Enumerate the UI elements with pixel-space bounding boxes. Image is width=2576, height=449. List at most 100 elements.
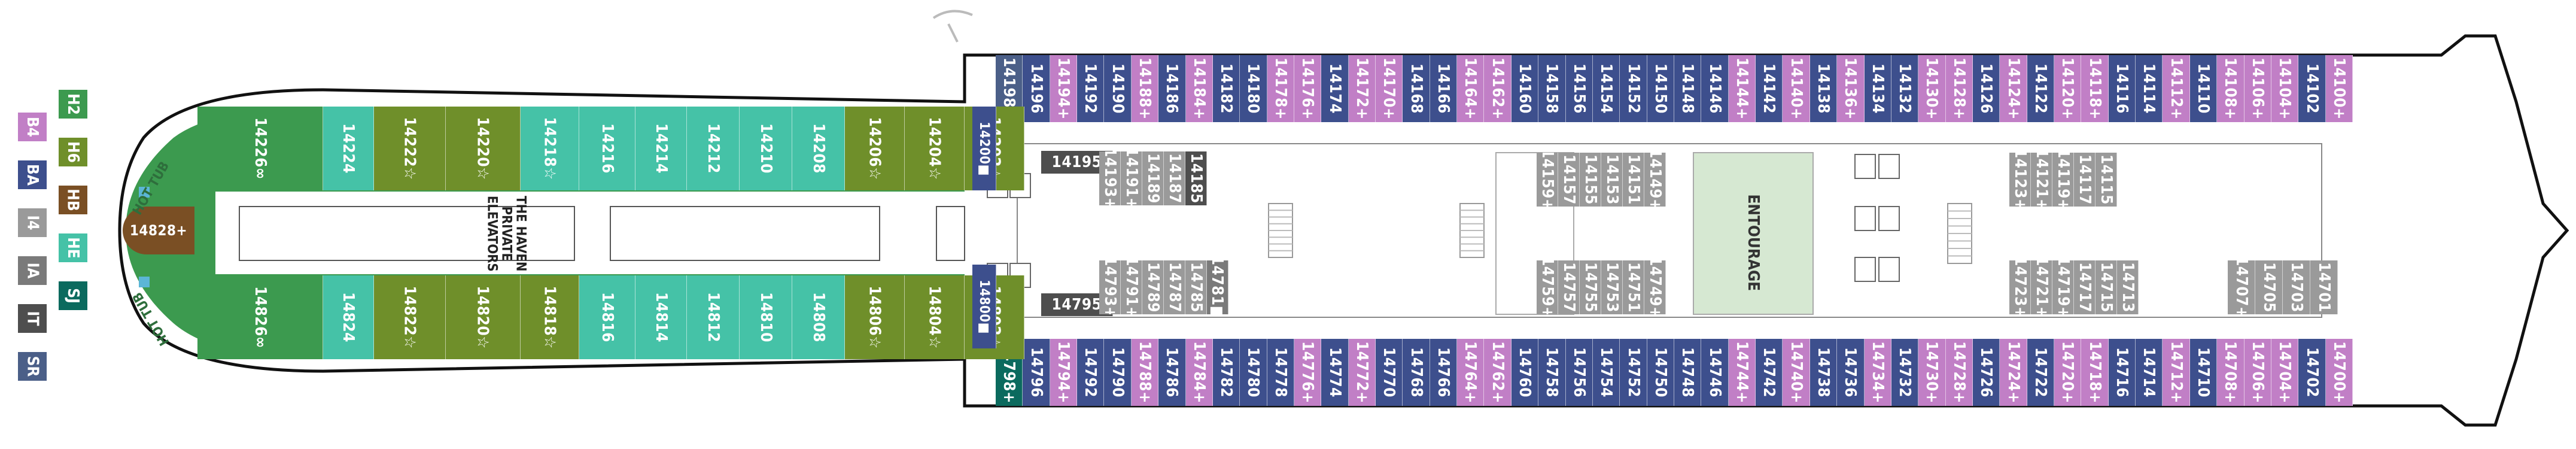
cabin-14785[interactable]: 14785: [1185, 260, 1207, 314]
cabin-14150[interactable]: 14150: [1647, 55, 1674, 122]
cabin-14108[interactable]: 14108+: [2217, 55, 2245, 122]
cabin-14793[interactable]: 14793+: [1099, 260, 1121, 314]
cabin-14166[interactable]: 14166: [1430, 55, 1458, 122]
cabin-14744[interactable]: 14744+: [1728, 339, 1756, 406]
cabin-14810[interactable]: 14810: [740, 275, 792, 359]
cabin-14812[interactable]: 14812: [687, 275, 740, 359]
cabin-14784[interactable]: 14784+: [1185, 339, 1213, 406]
cabin-14792[interactable]: 14792: [1077, 339, 1105, 406]
cabin-14746[interactable]: 14746: [1701, 339, 1729, 406]
cabin-14212[interactable]: 14212: [687, 107, 740, 190]
cabin-14126[interactable]: 14126: [1972, 55, 2000, 122]
cabin-14759[interactable]: 14759+: [1537, 260, 1558, 314]
cabin-14156[interactable]: 14156: [1565, 55, 1593, 122]
cabin-14151[interactable]: 14151: [1623, 153, 1644, 207]
cabin-14204[interactable]: 14204☆: [905, 107, 965, 190]
cabin-14818[interactable]: 14818☆: [521, 275, 579, 359]
cabin-14206[interactable]: 14206☆: [845, 107, 905, 190]
cabin-14214[interactable]: 14214: [635, 107, 687, 190]
cabin-14808[interactable]: 14808: [792, 275, 845, 359]
cabin-14742[interactable]: 14742: [1756, 339, 1783, 406]
cabin-14121[interactable]: 14121+: [2031, 153, 2052, 207]
cabin-14226[interactable]: 14226∞: [197, 107, 323, 190]
cabin-14734[interactable]: 14734+: [1864, 339, 1891, 406]
cabin-14152[interactable]: 14152: [1620, 55, 1647, 122]
cabin-14123[interactable]: 14123+: [2009, 153, 2031, 207]
cabin-14800[interactable]: 14800■: [972, 265, 996, 348]
cabin-14104[interactable]: 14104+: [2271, 55, 2299, 122]
cabin-14791[interactable]: 14791+: [1121, 260, 1142, 314]
cabin-14200[interactable]: 14200■: [972, 107, 996, 190]
cabin-14722[interactable]: 14722: [2027, 339, 2055, 406]
cabin-14180[interactable]: 14180: [1240, 55, 1267, 122]
cabin-14172[interactable]: 14172+: [1348, 55, 1376, 122]
cabin-14106[interactable]: 14106+: [2244, 55, 2271, 122]
cabin-14115[interactable]: 14115: [2096, 153, 2117, 207]
cabin-14707[interactable]: 14707+: [2228, 260, 2255, 314]
cabin-14210[interactable]: 14210: [740, 107, 792, 190]
cabin-14748[interactable]: 14748: [1674, 339, 1702, 406]
cabin-14824[interactable]: 14824: [323, 275, 374, 359]
cabin-14751[interactable]: 14751: [1623, 260, 1644, 314]
cabin-14715[interactable]: 14715: [2096, 260, 2117, 314]
cabin-14118[interactable]: 14118+: [2081, 55, 2109, 122]
cabin-14738[interactable]: 14738: [1809, 339, 1838, 406]
cabin-14804[interactable]: 14804☆: [905, 275, 965, 359]
cabin-14726[interactable]: 14726: [1972, 339, 2000, 406]
cabin-14718[interactable]: 14718+: [2081, 339, 2109, 406]
cabin-14710[interactable]: 14710: [2189, 339, 2218, 406]
cabin-14788[interactable]: 14788+: [1131, 339, 1159, 406]
cabin-14756[interactable]: 14756: [1565, 339, 1593, 406]
cabin-14794[interactable]: 14794+: [1050, 339, 1078, 406]
cabin-14190[interactable]: 14190: [1104, 55, 1132, 122]
cabin-14188[interactable]: 14188+: [1131, 55, 1159, 122]
cabin-14822[interactable]: 14822☆: [374, 275, 446, 359]
cabin-14721[interactable]: 14721+: [2031, 260, 2052, 314]
cabin-14702[interactable]: 14702: [2298, 339, 2326, 406]
cabin-14124[interactable]: 14124+: [2000, 55, 2027, 122]
cabin-14153[interactable]: 14153: [1601, 153, 1623, 207]
cabin-14772[interactable]: 14772+: [1348, 339, 1376, 406]
cabin-14185[interactable]: 14185: [1185, 151, 1207, 205]
cabin-14790[interactable]: 14790: [1104, 339, 1132, 406]
cabin-14806[interactable]: 14806☆: [845, 275, 905, 359]
cabin-14157[interactable]: 14157: [1558, 153, 1580, 207]
cabin-14182[interactable]: 14182: [1212, 55, 1240, 122]
cabin-14752[interactable]: 14752: [1620, 339, 1647, 406]
cabin-14110[interactable]: 14110: [2189, 55, 2218, 122]
cabin-14749[interactable]: 14749+: [1644, 260, 1666, 314]
cabin-14717[interactable]: 14717: [2074, 260, 2096, 314]
cabin-14220[interactable]: 14220☆: [446, 107, 521, 190]
cabin-14222[interactable]: 14222☆: [374, 107, 446, 190]
cabin-14189[interactable]: 14189: [1142, 151, 1164, 205]
cabin-14701[interactable]: 14701: [2310, 260, 2338, 314]
cabin-14778[interactable]: 14778: [1267, 339, 1294, 406]
cabin-14814[interactable]: 14814: [635, 275, 687, 359]
cabin-14174[interactable]: 14174: [1321, 55, 1349, 122]
cabin-14224[interactable]: 14224: [323, 107, 374, 190]
cabin-14193[interactable]: 14193+: [1099, 151, 1121, 205]
cabin-14102[interactable]: 14102: [2298, 55, 2326, 122]
cabin-14730[interactable]: 14730+: [1918, 339, 1946, 406]
cabin-14714[interactable]: 14714: [2136, 339, 2163, 406]
cabin-14820[interactable]: 14820☆: [446, 275, 521, 359]
cabin-14122[interactable]: 14122: [2027, 55, 2055, 122]
cabin-14168[interactable]: 14168: [1403, 55, 1430, 122]
cabin-14781[interactable]: 14781■: [1207, 260, 1228, 314]
cabin-14159[interactable]: 14159+: [1537, 153, 1558, 207]
cabin-14170[interactable]: 14170+: [1376, 55, 1403, 122]
cabin-14194[interactable]: 14194+: [1050, 55, 1078, 122]
cabin-14154[interactable]: 14154: [1592, 55, 1620, 122]
cabin-14155[interactable]: 14155: [1580, 153, 1601, 207]
cabin-14736[interactable]: 14736: [1837, 339, 1865, 406]
cabin-14158[interactable]: 14158: [1538, 55, 1566, 122]
cabin-14114[interactable]: 14114: [2136, 55, 2163, 122]
cabin-14768[interactable]: 14768: [1403, 339, 1430, 406]
cabin-14148[interactable]: 14148: [1674, 55, 1702, 122]
cabin-14716[interactable]: 14716: [2108, 339, 2136, 406]
cabin-14119[interactable]: 14119+: [2052, 153, 2074, 207]
cabin-14117[interactable]: 14117: [2074, 153, 2096, 207]
cabin-14700[interactable]: 14700+: [2325, 339, 2353, 406]
cabin-14191[interactable]: 14191+: [1121, 151, 1142, 205]
cabin-14723[interactable]: 14723+: [2009, 260, 2031, 314]
